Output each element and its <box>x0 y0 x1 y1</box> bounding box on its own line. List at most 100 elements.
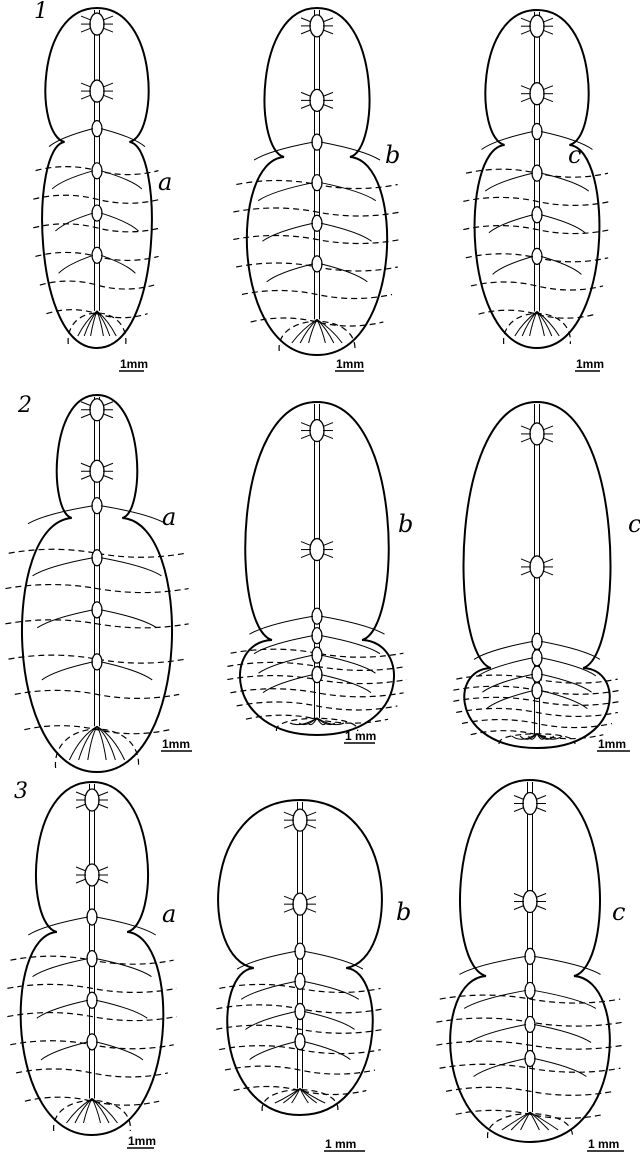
ganglion-nerve <box>306 812 316 816</box>
ganglion-nerve <box>521 571 531 575</box>
ganglion-nerve <box>536 906 546 910</box>
ganglion-nerve <box>536 894 546 898</box>
scale-bar: 1mm <box>575 357 604 371</box>
ganglion-nerve <box>543 86 553 90</box>
ganglion-nerve <box>323 104 333 108</box>
terminal-segment <box>262 1090 338 1111</box>
ganglion <box>92 654 102 670</box>
lateral-nerve <box>464 990 526 1008</box>
row-3: 3a1mmb1 mmc1 mm <box>7 779 625 1151</box>
scale-label: 1mm <box>576 357 604 371</box>
ganglion <box>530 423 544 445</box>
segment-boundary <box>456 1110 604 1118</box>
ganglion <box>87 1034 97 1050</box>
lateral-nerve <box>321 675 371 693</box>
segment-boundary <box>5 585 188 593</box>
lateral-nerve <box>250 1042 296 1060</box>
ganglion-nerve <box>306 908 316 912</box>
segment-boundary <box>230 689 403 697</box>
ganglion <box>92 602 102 618</box>
scale-label: 1 mm <box>588 1137 619 1151</box>
ganglion-nerve <box>103 402 113 406</box>
lateral-nerve <box>482 132 534 150</box>
lateral-nerve <box>485 173 533 191</box>
ganglion-nerve <box>543 30 553 34</box>
ganglion <box>312 134 322 150</box>
caudal-nerve <box>84 311 97 336</box>
row-2: 2a1mmb1 mmc1mm <box>5 393 640 772</box>
ganglion <box>532 124 542 140</box>
ganglion-nerve <box>543 98 553 102</box>
ganglion-nerve <box>514 894 524 898</box>
ganglion-nerve <box>301 92 311 96</box>
ganglion <box>87 951 97 967</box>
caudal-nerve <box>84 1098 93 1123</box>
segment-boundary <box>462 720 612 728</box>
lateral-nerve <box>321 616 385 634</box>
ganglion-nerve <box>514 808 524 812</box>
caudal-nerve <box>309 319 317 343</box>
panel-letter: c <box>612 898 625 926</box>
ganglion-nerve <box>103 16 113 20</box>
ganglion-nerve <box>306 896 316 900</box>
scale-bar: 1mm <box>597 737 630 751</box>
lateral-nerve <box>41 1042 88 1060</box>
ganglion-nerve <box>98 879 108 883</box>
ganglion <box>525 1050 535 1066</box>
lateral-nerve <box>321 183 376 201</box>
scale-label: 1mm <box>598 737 626 751</box>
lateral-nerve <box>304 1011 355 1029</box>
lateral-nerve <box>263 675 313 693</box>
lateral-nerve <box>96 1042 143 1060</box>
lateral-nerve <box>304 1042 350 1060</box>
ganglion <box>532 683 542 699</box>
ganglion-nerve <box>521 98 531 102</box>
ganglion-nerve <box>98 867 108 871</box>
ganglion <box>90 80 104 102</box>
ganglion <box>90 399 104 421</box>
ganglion-nerve <box>76 867 86 871</box>
ganglion-nerve <box>81 414 91 418</box>
lateral-nerve <box>267 264 313 282</box>
ganglion <box>87 909 97 925</box>
specimen-panel: b 1mm <box>233 8 400 371</box>
segment-boundary <box>234 1087 367 1095</box>
lateral-nerve <box>101 171 142 189</box>
segment-boundary <box>479 310 596 318</box>
ganglion-nerve <box>521 30 531 34</box>
lateral-nerve <box>59 255 93 273</box>
caudal-nerve <box>530 1112 558 1130</box>
specimen-outline <box>240 402 394 735</box>
specimen-panel: a1mm <box>7 782 176 1148</box>
segment-boundary <box>251 318 384 326</box>
lateral-nerve <box>49 129 93 147</box>
ganglion <box>532 666 542 682</box>
scale-label: 1mm <box>336 357 364 371</box>
ganglion <box>312 667 322 683</box>
segment-boundary <box>7 984 176 992</box>
lateral-nerve <box>258 183 313 201</box>
scale-bar: 1 mm <box>587 1137 624 1151</box>
ganglion-nerve <box>81 16 91 20</box>
panel-letter: b <box>396 898 411 926</box>
lateral-nerve <box>321 264 367 282</box>
ganglion-nerve <box>81 83 91 87</box>
ganglion <box>92 163 102 179</box>
ganglion-nerve <box>306 824 316 828</box>
ganglion-nerve <box>103 83 113 87</box>
ganglion-nerve <box>301 435 311 439</box>
segment-boundary <box>225 1066 375 1074</box>
panel-letter: c <box>628 510 640 538</box>
specimen-panel: b1 mm <box>227 402 413 743</box>
ganglion <box>312 647 322 663</box>
ganglion <box>90 460 104 482</box>
lateral-nerve <box>262 223 313 241</box>
ganglion <box>310 89 324 111</box>
ganglion <box>295 1034 305 1050</box>
caudal-nerve <box>511 1112 530 1130</box>
scale-label: 1mm <box>162 737 190 751</box>
panel-letter: b <box>398 510 413 538</box>
segment-boundary <box>242 291 392 299</box>
panel-letter: b <box>385 141 400 169</box>
